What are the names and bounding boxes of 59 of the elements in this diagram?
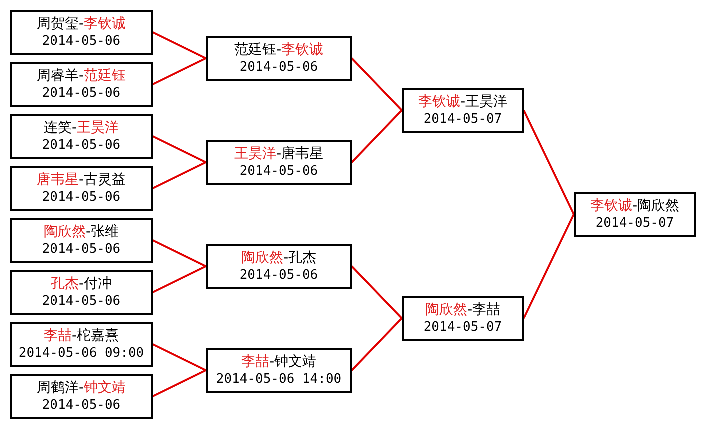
match-box bbox=[10, 166, 153, 211]
bracket-line bbox=[152, 136, 206, 164]
date-text: 2014-05-06 bbox=[42, 240, 121, 258]
match-text: 李钦诚-王昊洋 bbox=[418, 92, 508, 110]
match-box bbox=[10, 218, 153, 263]
match-text: 李喆-柁嘉熹 bbox=[44, 326, 120, 344]
date-text: 2014-05-06 bbox=[240, 162, 318, 180]
match-box bbox=[206, 140, 352, 185]
match-text: 周贺玺-李钦诚 bbox=[36, 14, 126, 32]
match-box bbox=[10, 10, 153, 55]
bracket-line bbox=[351, 266, 403, 320]
date-text: 2014-05-06 bbox=[42, 32, 121, 50]
date-text: 2014-05-06 bbox=[240, 266, 318, 284]
bracket-line bbox=[351, 318, 403, 372]
date-text: 2014-05-06 bbox=[42, 292, 121, 310]
match-text: 陶欣然-李喆 bbox=[425, 300, 501, 318]
match-text: 范廷钰-李钦诚 bbox=[234, 40, 324, 58]
bracket-line bbox=[523, 110, 575, 215]
date-text: 2014-05-07 bbox=[424, 110, 502, 128]
bracket-line bbox=[351, 110, 403, 164]
match-box bbox=[10, 322, 153, 367]
match-box bbox=[402, 88, 524, 133]
date-text: 2014-05-06 bbox=[42, 396, 121, 414]
date-text: 2014-05-06 bbox=[42, 188, 121, 206]
match-text: 李喆-钟文靖 bbox=[241, 352, 317, 370]
match-box bbox=[206, 36, 352, 81]
match-text: 连笑-王昊洋 bbox=[44, 118, 120, 136]
date-text: 2014-05-06 14:00 bbox=[216, 370, 342, 388]
bracket-line bbox=[152, 266, 206, 294]
match-text: 唐韦星-古灵益 bbox=[36, 170, 126, 188]
match-text: 陶欣然-孔杰 bbox=[241, 248, 317, 266]
date-text: 2014-05-06 bbox=[42, 136, 121, 154]
match-box bbox=[574, 192, 696, 237]
match-box bbox=[206, 348, 352, 393]
match-box bbox=[10, 270, 153, 315]
date-text: 2014-05-07 bbox=[424, 318, 502, 336]
match-text: 陶欣然-张维 bbox=[44, 222, 120, 240]
date-text: 2014-05-07 bbox=[596, 214, 674, 232]
match-text: 周鹤洋-钟文靖 bbox=[36, 378, 126, 396]
bracket-line bbox=[351, 58, 403, 112]
bracket-line bbox=[152, 240, 206, 268]
bracket-line bbox=[152, 162, 206, 190]
date-text: 2014-05-06 09:00 bbox=[18, 344, 144, 362]
bracket-line bbox=[152, 58, 206, 86]
match-text: 李钦诚-陶欣然 bbox=[590, 196, 680, 214]
match-box bbox=[10, 62, 153, 107]
bracket-line bbox=[152, 32, 206, 60]
bracket-line bbox=[152, 344, 206, 372]
match-box bbox=[10, 374, 153, 419]
date-text: 2014-05-06 bbox=[240, 58, 318, 76]
bracket-line bbox=[152, 370, 206, 398]
bracket-line bbox=[523, 214, 575, 319]
match-text: 周睿羊-范廷钰 bbox=[36, 66, 126, 84]
date-text: 2014-05-06 bbox=[42, 84, 121, 102]
match-text: 孔杰-付冲 bbox=[50, 274, 112, 292]
match-box bbox=[10, 114, 153, 159]
match-box bbox=[206, 244, 352, 289]
match-box bbox=[402, 296, 524, 341]
match-text: 王昊洋-唐韦星 bbox=[234, 144, 324, 162]
